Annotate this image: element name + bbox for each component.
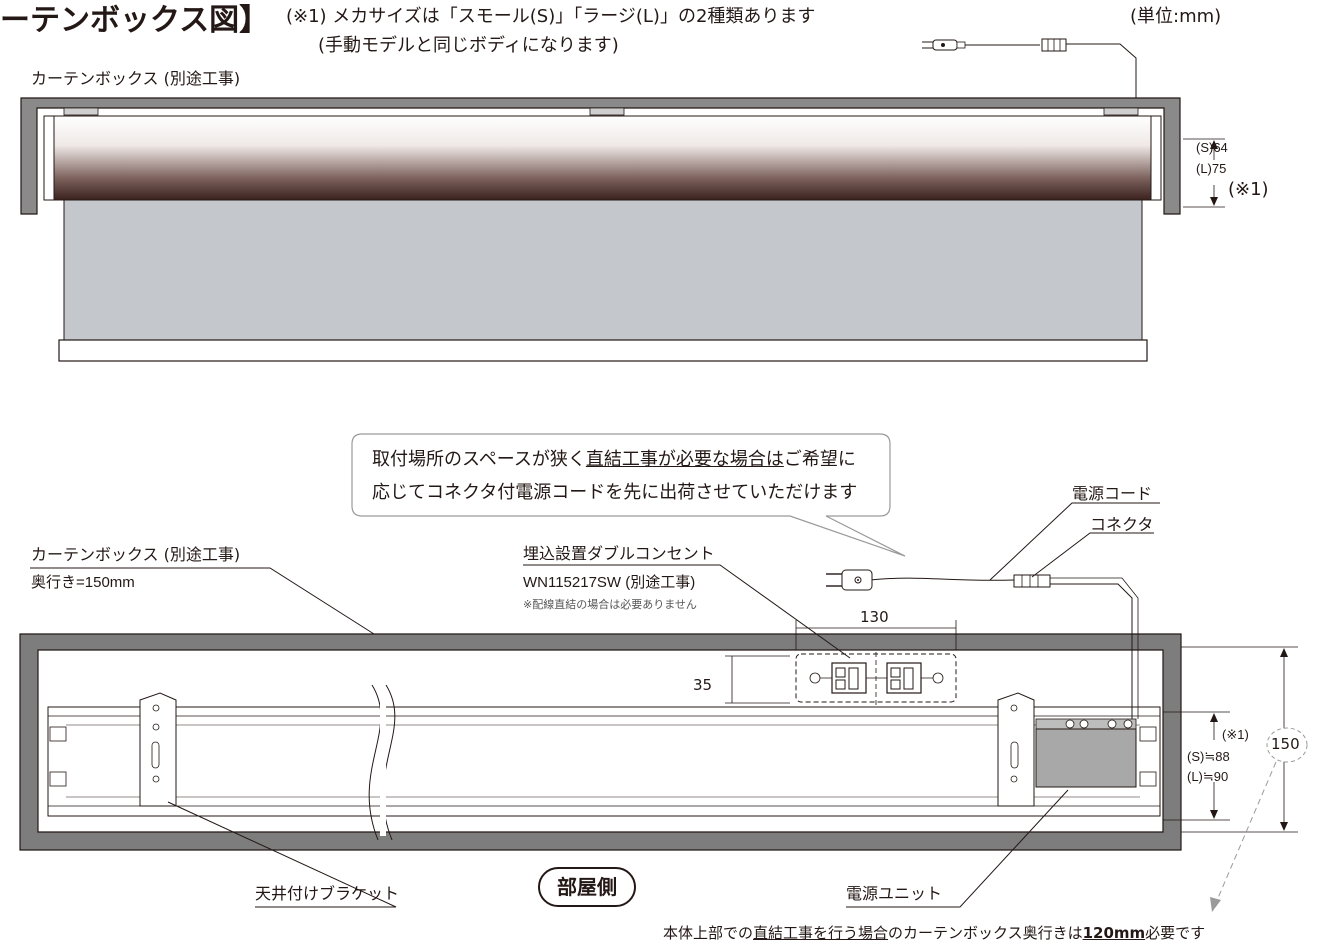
roller-tube bbox=[51, 115, 1154, 201]
top-bracket-left bbox=[63, 107, 99, 116]
depth-requirement-note: 本体上部での直結工事を行う場合のカーテンボックス奥行きは120mm必要です bbox=[663, 926, 1205, 941]
dim-top-s: (S)64 bbox=[1196, 140, 1228, 155]
dim-35-label: 35 bbox=[693, 676, 713, 694]
ceiling-bracket-left bbox=[139, 692, 177, 807]
dim-top-arrowhead-down bbox=[1210, 197, 1218, 206]
ceiling-bracket-right bbox=[997, 692, 1035, 807]
screen-fabric bbox=[63, 199, 1143, 341]
top-curtain-box bbox=[20, 97, 1181, 215]
callout-line1-pre: 取付場所のスペースが狭く bbox=[372, 449, 586, 470]
box-depth-label: 奥行き=150mm bbox=[31, 574, 135, 591]
body-note: (手動モデルと同じボディになります) bbox=[318, 35, 619, 56]
dim-plan-s: (S)≒88 bbox=[1187, 749, 1230, 764]
plan-view bbox=[19, 569, 1308, 912]
end-cap-left bbox=[43, 115, 55, 201]
dim-150-label: 150 bbox=[1271, 735, 1300, 753]
plan-plug-icon bbox=[826, 569, 873, 591]
double-outlet bbox=[795, 652, 957, 706]
dim-top-note: (※1) bbox=[1228, 179, 1269, 200]
plan-box-label: カーテンボックス (別途工事) bbox=[31, 545, 241, 564]
top-connector-icon bbox=[1041, 38, 1067, 52]
outlet-model: WN115217SW (別途工事) bbox=[523, 574, 696, 591]
bottom-note-post: 必要です bbox=[1145, 924, 1206, 942]
top-box-label: カーテンボックス (別途工事) bbox=[31, 69, 241, 88]
callout-line1-underline: 直結工事が必要な場合は bbox=[585, 449, 784, 470]
page-title: ーテンボックス図】 bbox=[0, 3, 270, 38]
plan-connector-icon bbox=[1013, 574, 1051, 588]
dim-top-l: (L)75 bbox=[1196, 161, 1227, 176]
callout-bubble bbox=[351, 433, 906, 557]
top-bracket-right bbox=[1103, 107, 1139, 116]
top-power-cord bbox=[1060, 43, 1137, 98]
bottom-note-mid: のカーテンボックス奥行きは bbox=[888, 924, 1083, 942]
callout-line1-post: ご希望に bbox=[783, 449, 856, 470]
bottom-note-underline: 直結工事を行う場合 bbox=[753, 924, 889, 942]
power-cord-label: 電源コード bbox=[1072, 484, 1153, 503]
leaders bbox=[30, 502, 1160, 908]
plan-cord bbox=[869, 577, 1015, 581]
dim-top-arrowhead-up bbox=[1210, 140, 1218, 149]
end-cap-right bbox=[1150, 115, 1162, 201]
dim-150-circle bbox=[1266, 727, 1308, 763]
callout-text: 取付場所のスペースが狭く直結工事が必要な場合はご希望に 応じてコネクタ付電源コー… bbox=[352, 434, 888, 516]
power-unit bbox=[1035, 718, 1137, 788]
power-unit-label: 電源ユニット bbox=[846, 884, 943, 903]
callout-line2: 応じてコネクタ付電源コードを先に出荷させていただけます bbox=[372, 482, 858, 503]
ceiling-bracket-label: 天井付けブラケット bbox=[255, 884, 400, 903]
top-plug-icon bbox=[922, 39, 966, 51]
dim-plan-note: (※1) bbox=[1222, 727, 1249, 742]
rail-body bbox=[47, 706, 1161, 817]
bottom-note-bold: 120mm bbox=[1082, 924, 1146, 942]
bottom-note-pre: 本体上部での bbox=[663, 924, 754, 942]
top-view bbox=[20, 38, 1225, 362]
unit-label: (単位:mm) bbox=[1130, 6, 1222, 27]
bottom-bar bbox=[58, 339, 1148, 362]
mech-size-note: (※1) メカサイズは「スモール(S)」「ラージ(L)」の2種類あります bbox=[286, 6, 816, 27]
outlet-label: 埋込設置ダブルコンセント bbox=[523, 544, 715, 563]
plan-curtain-box bbox=[19, 633, 1182, 851]
dim-130-label: 130 bbox=[860, 608, 889, 626]
dim-150-lead bbox=[1214, 761, 1277, 906]
dim-plan-l: (L)≒90 bbox=[1187, 769, 1229, 784]
outlet-note: ※配線直結の場合は必要ありません bbox=[523, 598, 697, 611]
room-side-badge: 部屋側 bbox=[538, 867, 636, 907]
top-bracket-mid bbox=[589, 107, 625, 116]
plan-power-cord bbox=[1050, 583, 1133, 719]
leader-cord bbox=[989, 502, 1160, 581]
connector-label: コネクタ bbox=[1090, 515, 1154, 534]
